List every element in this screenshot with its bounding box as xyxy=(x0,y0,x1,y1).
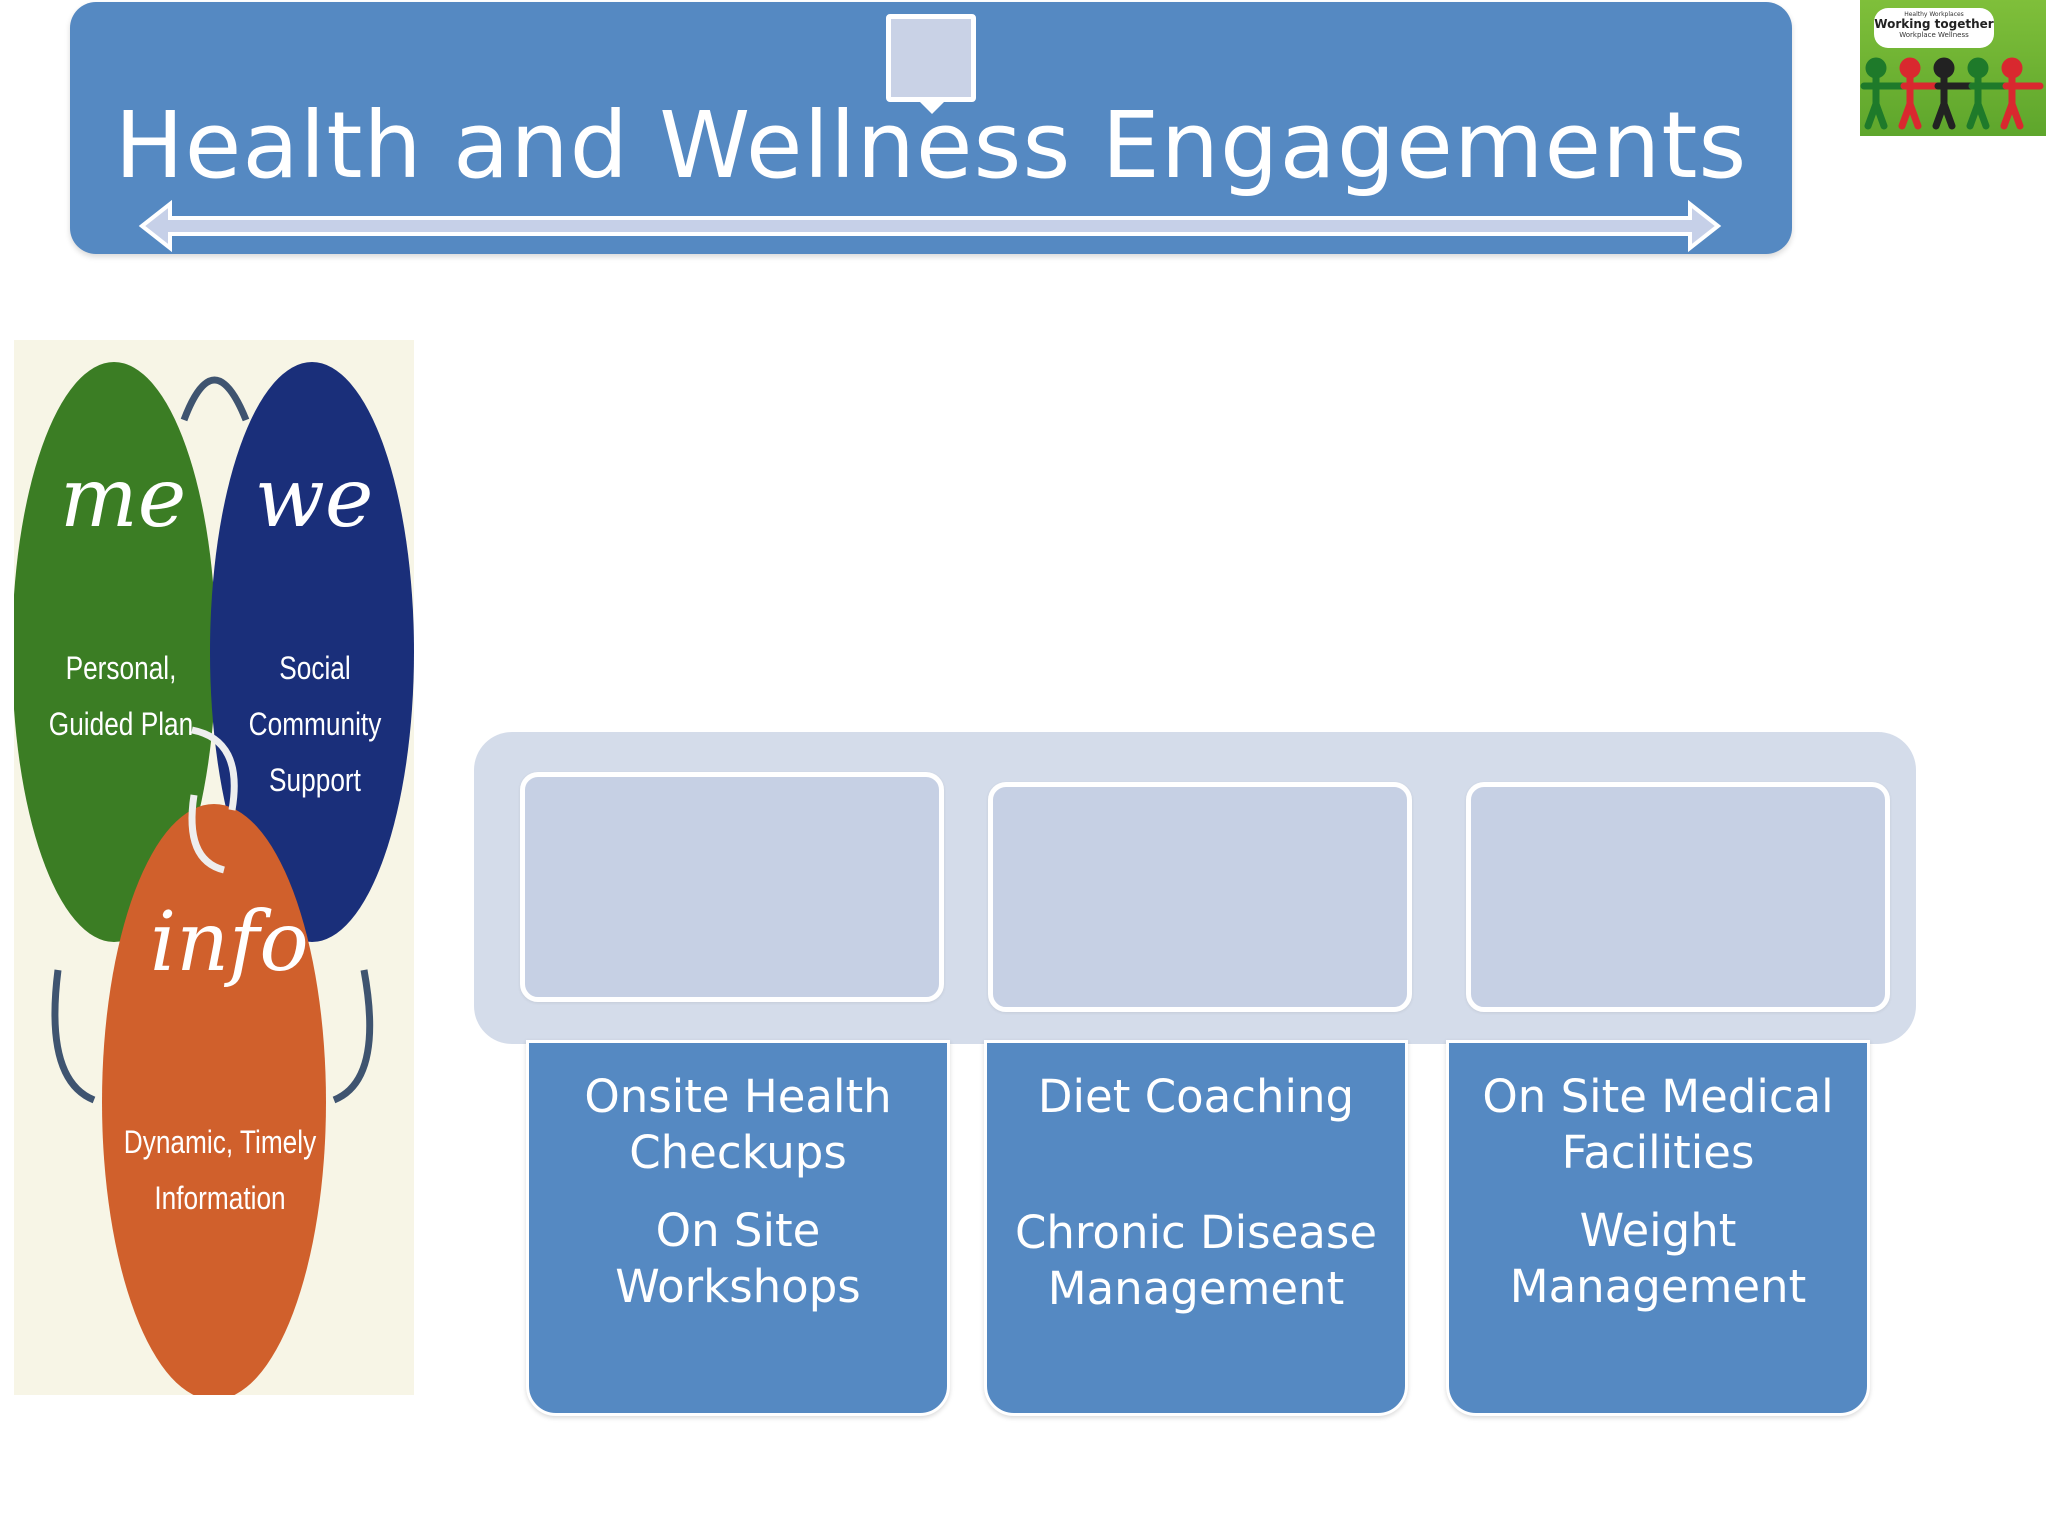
cycle-arrow-center-2 xyxy=(188,794,226,874)
title-banner: Health and Wellness Engagements xyxy=(70,2,1792,254)
callout-shape xyxy=(886,14,976,102)
info-circle xyxy=(102,804,326,1395)
we-word: we xyxy=(254,451,374,546)
logo-small-text: Healthy Workplaces xyxy=(1904,11,1964,18)
cycle-arrow-center xyxy=(191,726,238,811)
me-description: Personal,Guided Plan xyxy=(48,650,194,742)
me-circle xyxy=(14,362,216,942)
column-header-box-1 xyxy=(520,772,944,1002)
column-header-box-3 xyxy=(1466,782,1890,1012)
workplace-wellness-logo: Healthy Workplaces Working together Work… xyxy=(1860,0,2046,136)
logo-main-text: Working together xyxy=(1874,17,1994,31)
double-arrow-icon xyxy=(138,199,1722,253)
cycle-arrow-left xyxy=(51,969,96,1104)
page-title: Health and Wellness Engagements xyxy=(114,92,1748,199)
we-circle xyxy=(210,362,414,942)
info-word: info xyxy=(150,895,309,990)
people-chain-icon xyxy=(1860,57,2044,130)
me-word: me xyxy=(60,451,187,546)
logo-speech-bubble: Healthy Workplaces Working together Work… xyxy=(1874,8,1994,48)
venn-circles xyxy=(14,362,414,1395)
callout-tail xyxy=(916,98,948,114)
column-header-box-2 xyxy=(988,782,1412,1012)
card-2-primary: Diet Coaching xyxy=(1037,1070,1355,1123)
logo-sub-text: Workplace Wellness xyxy=(1899,31,1969,39)
cycle-arrow-top xyxy=(180,376,250,422)
cycle-arrow-right xyxy=(332,969,374,1104)
